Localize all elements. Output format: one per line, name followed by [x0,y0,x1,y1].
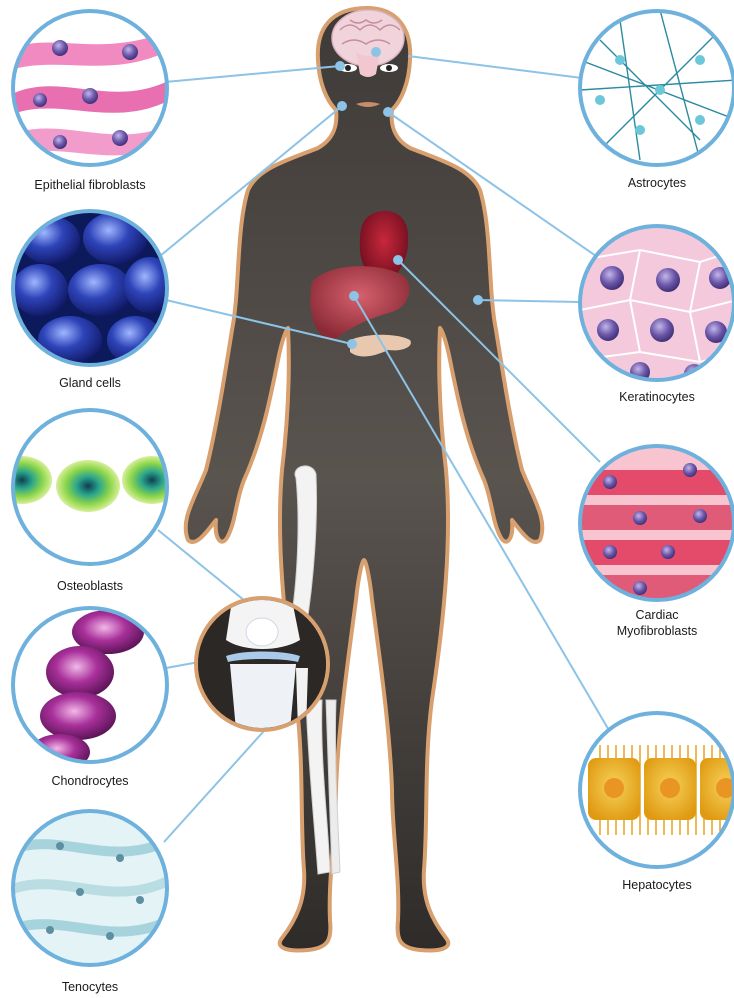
keratinocytes-circle [577,223,734,384]
label-osteoblasts: Osteoblasts [0,578,185,594]
label-epithelial-fibroblasts: Epithelial fibroblasts [0,177,185,193]
chondrocytes-circle [10,606,170,770]
label-keratinocytes: Keratinocytes [562,389,734,405]
cardiac-myofibroblasts-circle [577,443,734,603]
tenocytes-circle [10,810,170,970]
human-body-silhouette [186,8,543,951]
label-gland-cells: Gland cells [0,375,185,391]
label-astrocytes: Astrocytes [562,175,734,191]
epithelial-fibroblasts-circle [10,8,170,168]
label-tenocytes: Tenocytes [0,979,185,995]
osteoblasts-circle [0,408,182,568]
astrocytes-circle [577,8,734,168]
label-chondrocytes: Chondrocytes [0,773,185,789]
hepatocytes-circle [577,710,734,870]
label-hepatocytes: Hepatocytes [562,877,734,893]
label-cardiac-myofibroblasts: Cardiac Myofibroblasts [562,607,734,639]
knee-joint-inset [196,598,328,730]
gland-cells-circle [10,208,176,368]
